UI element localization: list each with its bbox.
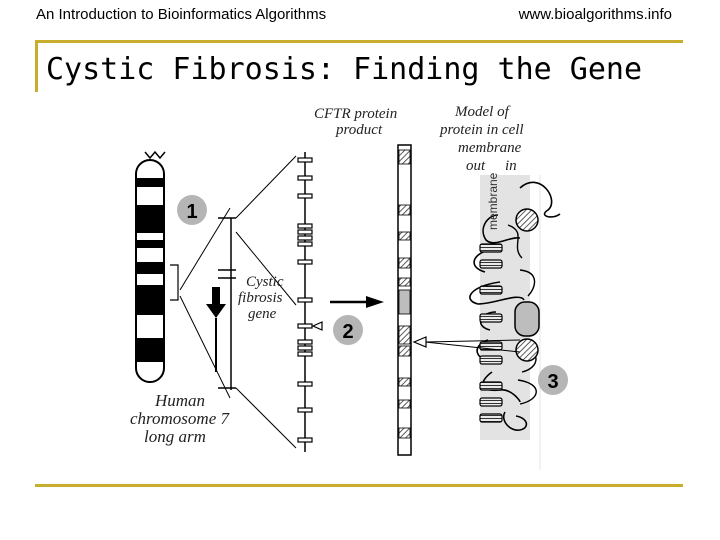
mutation-marker-gene	[311, 321, 323, 331]
svg-text:membrane: membrane	[458, 140, 522, 156]
protein-domain-segment	[398, 204, 411, 216]
svg-text:protein in cell: protein in cell	[439, 122, 524, 138]
exon	[297, 223, 313, 229]
model-label: Model of protein in cell membrane out in	[439, 104, 524, 174]
mutation-pointer	[412, 336, 521, 353]
exon	[297, 241, 313, 247]
protein-domain-segment	[398, 345, 411, 357]
exon	[297, 437, 313, 443]
protein-domain-segment	[398, 149, 411, 165]
svg-text:product: product	[335, 122, 383, 138]
chromosome-label: Human chromosome 7 long arm	[130, 391, 230, 446]
slide-title: Cystic Fibrosis: Finding the Gene	[46, 52, 643, 87]
regulatory-segment	[398, 289, 411, 315]
translation-arrowhead	[366, 296, 384, 308]
svg-text:Cystic: Cystic	[246, 274, 284, 290]
protein-domain-segment	[398, 231, 411, 241]
svg-text:1: 1	[186, 201, 197, 223]
membrane-label: membrane	[486, 172, 500, 230]
transmembrane-helix	[479, 259, 503, 269]
footer-rule	[35, 484, 683, 487]
exon	[297, 323, 313, 329]
step-1-marker: 1	[177, 195, 207, 225]
svg-text:2: 2	[342, 321, 353, 343]
protein-domain-segment	[398, 399, 411, 409]
svg-text:fibrosis: fibrosis	[238, 290, 283, 306]
exon	[297, 157, 313, 163]
exon	[297, 259, 313, 265]
transmembrane-helix	[479, 355, 503, 365]
protein-domain-segment	[398, 427, 411, 439]
transmembrane-helix	[479, 243, 503, 253]
protein-domain-segment	[398, 325, 411, 345]
transmembrane-helix	[479, 313, 503, 323]
transmembrane-helix	[479, 381, 503, 391]
exon	[297, 297, 313, 303]
locus-bracket	[170, 264, 179, 301]
transmembrane-helix	[479, 397, 503, 407]
header-website: www.bioalgorithms.info	[518, 6, 672, 23]
chromosome-7	[135, 150, 166, 383]
step-3-marker: 3	[538, 365, 568, 395]
protein-domain-segment	[398, 257, 411, 269]
title-left-rule	[35, 40, 38, 92]
cftr-protein-bar	[397, 144, 412, 456]
exon	[297, 229, 313, 235]
exon	[297, 175, 313, 181]
nucleotide-binding-domain-1	[515, 208, 539, 232]
svg-text:Model of: Model of	[454, 104, 511, 120]
zoom-line-lower	[179, 295, 231, 399]
svg-text:Human: Human	[154, 391, 205, 410]
zoom-line-gene-upper	[235, 155, 297, 219]
svg-text:3: 3	[547, 371, 558, 393]
exon	[297, 345, 313, 351]
gene-region	[206, 217, 236, 390]
zoom-line-upper	[179, 207, 231, 291]
regulatory-domain	[514, 301, 540, 337]
exon	[297, 351, 313, 357]
exon	[297, 193, 313, 199]
zoom-line-gene-mid	[235, 231, 297, 306]
step-2-marker: 2	[333, 315, 363, 345]
exon-map	[297, 152, 323, 452]
svg-text:out: out	[466, 158, 486, 174]
transmembrane-helix	[479, 285, 503, 295]
transmembrane-helix	[479, 413, 503, 423]
svg-text:in: in	[505, 158, 517, 174]
exon	[297, 235, 313, 241]
protein-domain-segment	[398, 377, 411, 387]
svg-text:CFTR protein: CFTR protein	[314, 106, 397, 122]
exon	[297, 339, 313, 345]
svg-text:chromosome 7: chromosome 7	[130, 409, 230, 428]
exon	[297, 381, 313, 387]
gene-label: Cystic fibrosis gene	[238, 274, 284, 322]
membrane-protein-model	[469, 181, 561, 431]
nucleotide-binding-domain-2	[515, 338, 539, 362]
header-course-title: An Introduction to Bioinformatics Algori…	[36, 6, 327, 23]
title-top-rule	[35, 40, 683, 43]
svg-text:gene: gene	[248, 306, 277, 322]
exon	[297, 407, 313, 413]
protein-domain-segment	[398, 277, 411, 287]
zoom-line-gene-lower	[235, 387, 297, 449]
cftr-protein-label: CFTR protein product	[314, 106, 397, 138]
svg-text:long arm: long arm	[144, 427, 206, 446]
